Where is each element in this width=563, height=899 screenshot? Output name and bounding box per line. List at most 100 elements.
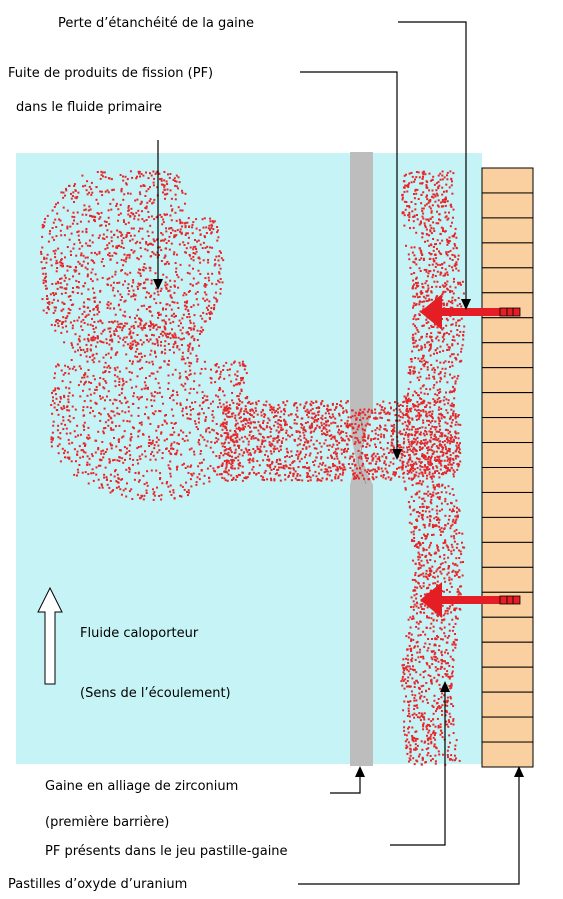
fission-particle: [421, 215, 424, 218]
fission-particle: [435, 189, 438, 192]
fission-particle: [162, 308, 164, 311]
fission-particle: [412, 638, 415, 641]
fission-particle: [113, 475, 116, 478]
fission-particle: [236, 436, 239, 438]
fission-particle: [400, 446, 403, 449]
fission-particle: [321, 433, 324, 436]
fission-particle: [441, 448, 444, 451]
fission-particle: [363, 432, 366, 435]
fission-particle: [120, 187, 123, 190]
fission-particle: [356, 428, 359, 431]
fission-particle: [434, 401, 437, 404]
fission-particle: [155, 328, 158, 331]
fission-particle: [172, 399, 175, 402]
fission-particle: [137, 218, 140, 221]
fission-particle: [61, 301, 64, 304]
fission-particle: [447, 469, 450, 472]
fission-particle: [68, 409, 71, 412]
fission-particle: [55, 306, 57, 309]
fission-particle: [340, 400, 342, 403]
fission-particle: [450, 184, 453, 187]
fission-particle: [313, 412, 316, 415]
fission-particle: [41, 298, 44, 301]
fission-particle: [320, 429, 323, 432]
fission-particle: [164, 414, 167, 417]
fission-particle: [290, 479, 293, 482]
fission-particle: [67, 398, 70, 401]
fission-particle: [177, 187, 179, 190]
fission-particle: [320, 468, 323, 471]
fission-particle: [446, 545, 449, 548]
fission-particle: [253, 451, 256, 454]
fission-particle: [425, 377, 428, 380]
fission-particle: [185, 293, 188, 296]
fission-particle: [169, 460, 172, 463]
fission-particle: [410, 360, 413, 363]
fission-particle: [162, 307, 165, 310]
fission-particle: [173, 336, 176, 339]
fission-particle: [108, 486, 111, 489]
fission-particle: [156, 290, 159, 293]
fission-particle: [142, 474, 145, 477]
fission-particle: [133, 217, 136, 220]
fission-particle: [397, 445, 400, 448]
fission-particle: [181, 209, 184, 212]
fission-particle: [168, 304, 171, 307]
fission-particle: [425, 361, 427, 364]
fission-particle: [420, 740, 423, 743]
fission-particle: [240, 420, 243, 423]
fission-particle: [243, 410, 246, 413]
fission-particle: [225, 429, 228, 432]
fission-particle: [427, 449, 429, 452]
fission-particle: [98, 234, 101, 237]
fission-particle: [91, 468, 94, 471]
fission-particle: [393, 423, 396, 426]
fission-particle: [453, 563, 456, 566]
fission-particle: [422, 671, 425, 673]
fission-particle: [84, 373, 87, 376]
fission-particle: [193, 450, 195, 453]
fission-particle: [430, 456, 432, 459]
fission-particle: [407, 387, 410, 390]
fission-particle: [109, 491, 112, 494]
fission-particle: [439, 462, 442, 465]
fission-particle: [256, 438, 259, 441]
fission-particle: [438, 683, 441, 686]
fission-particle: [186, 491, 188, 493]
fission-particle: [109, 427, 112, 430]
fission-particle: [457, 455, 460, 458]
fission-particle: [161, 334, 164, 337]
fission-particle: [278, 423, 281, 426]
fission-particle: [455, 236, 458, 239]
fission-particle: [128, 256, 131, 259]
fission-particle: [129, 234, 132, 237]
fission-particle: [436, 366, 439, 369]
fission-particle: [225, 406, 228, 409]
fission-particle: [128, 254, 131, 257]
fission-particle: [448, 469, 451, 472]
fission-particle: [159, 290, 162, 292]
fission-particle: [131, 463, 134, 466]
fission-particle: [325, 478, 328, 481]
fission-particle: [245, 449, 248, 452]
fission-particle: [119, 322, 122, 325]
fission-particle: [454, 436, 457, 439]
fission-particle: [41, 235, 44, 238]
fission-particle: [86, 273, 89, 276]
fission-particle: [127, 293, 130, 296]
fission-particle: [454, 430, 457, 433]
fission-particle: [156, 370, 159, 373]
fission-particle: [159, 178, 161, 181]
fission-particle: [65, 316, 68, 319]
fission-particle: [452, 518, 455, 521]
fission-particle: [91, 241, 94, 244]
fission-particle: [299, 435, 302, 438]
fission-particle: [184, 382, 187, 385]
fission-particle: [409, 408, 412, 411]
fission-particle: [123, 336, 126, 339]
fission-particle: [246, 437, 249, 440]
fission-particle: [124, 280, 126, 283]
fission-particle: [91, 268, 94, 271]
fission-particle: [324, 439, 327, 442]
fission-particle: [68, 456, 71, 459]
